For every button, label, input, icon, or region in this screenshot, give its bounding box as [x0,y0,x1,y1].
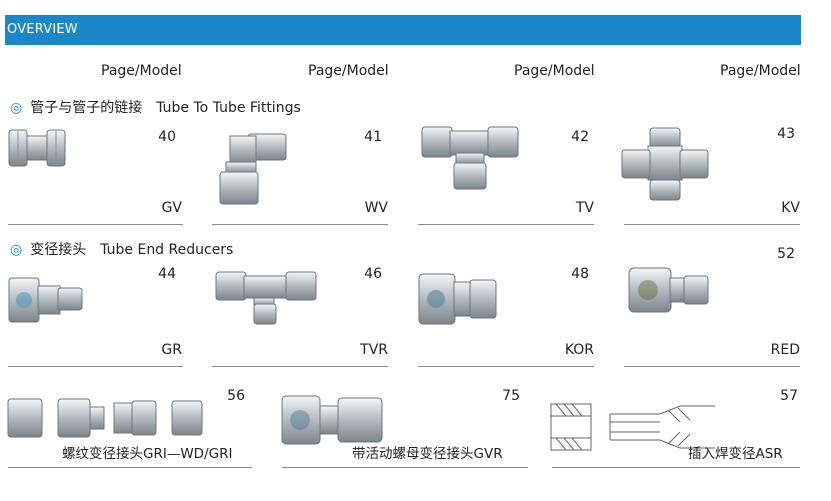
fitting-gri-image [6,393,212,447]
page-number: 46 [364,266,382,282]
fitting-kv-image [620,126,712,206]
fitting-tv-image [420,125,520,197]
model-code: GR [161,342,182,358]
divider [418,366,594,367]
model-code: KOR [564,342,594,358]
section-cn: 管子与管子的链接 [30,100,143,116]
divider [552,467,800,468]
fitting-asr-drawing [550,400,720,462]
fitting-wv-image [216,126,288,212]
page-model-label-1: Page/Model [101,63,182,79]
fitting-tvr-image [214,268,318,332]
model-code: KV [781,200,800,216]
caption-gri: 螺纹变径接头GRI—WD/GRI [62,446,233,462]
divider [212,224,388,225]
divider [212,366,388,367]
page-number: 41 [364,129,382,145]
section-heading-tube-to-tube: ◎ 管子与管子的链接 Tube To Tube Fittings [10,97,301,117]
section-en: Tube End Reducers [100,242,234,258]
divider [418,224,594,225]
divider [624,224,800,225]
fitting-gvr-image [280,392,386,454]
fitting-gr-image [8,276,86,330]
overview-header: OVERVIEW [5,15,801,45]
model-code: RED [770,342,800,358]
fitting-kor-image [418,272,498,332]
section-en: Tube To Tube Fittings [156,100,301,116]
page-number: 44 [158,266,176,282]
circle-bullet-icon: ◎ [10,100,23,116]
fitting-gv-image [8,126,66,174]
page-number: 48 [571,266,589,282]
page-number: 43 [777,126,795,142]
section-heading-reducers: ◎ 变径接头 Tube End Reducers [10,239,233,259]
page-number: 40 [158,129,176,145]
page-number: 56 [227,388,245,404]
page-model-label-2: Page/Model [308,63,389,79]
overview-title: OVERVIEW [7,22,78,37]
model-code: WV [364,200,388,216]
page-model-label-4: Page/Model [720,63,801,79]
model-code: GV [161,200,182,216]
divider [624,366,800,367]
circle-bullet-icon: ◎ [10,242,23,258]
page-number: 75 [502,388,520,404]
section-cn: 变径接头 [30,242,87,258]
caption-gvr: 带活动螺母变径接头GVR [352,446,503,462]
model-code: TVR [360,342,388,358]
divider [282,467,528,468]
divider [8,467,252,468]
page-number: 42 [571,129,589,145]
divider [8,366,183,367]
page-number: 57 [780,388,798,404]
model-code: TV [575,200,594,216]
page-model-label-3: Page/Model [514,63,595,79]
fitting-red-image [628,266,710,320]
divider [8,224,183,225]
caption-asr: 插入焊变径ASR [688,446,783,462]
page-number: 52 [777,246,795,262]
